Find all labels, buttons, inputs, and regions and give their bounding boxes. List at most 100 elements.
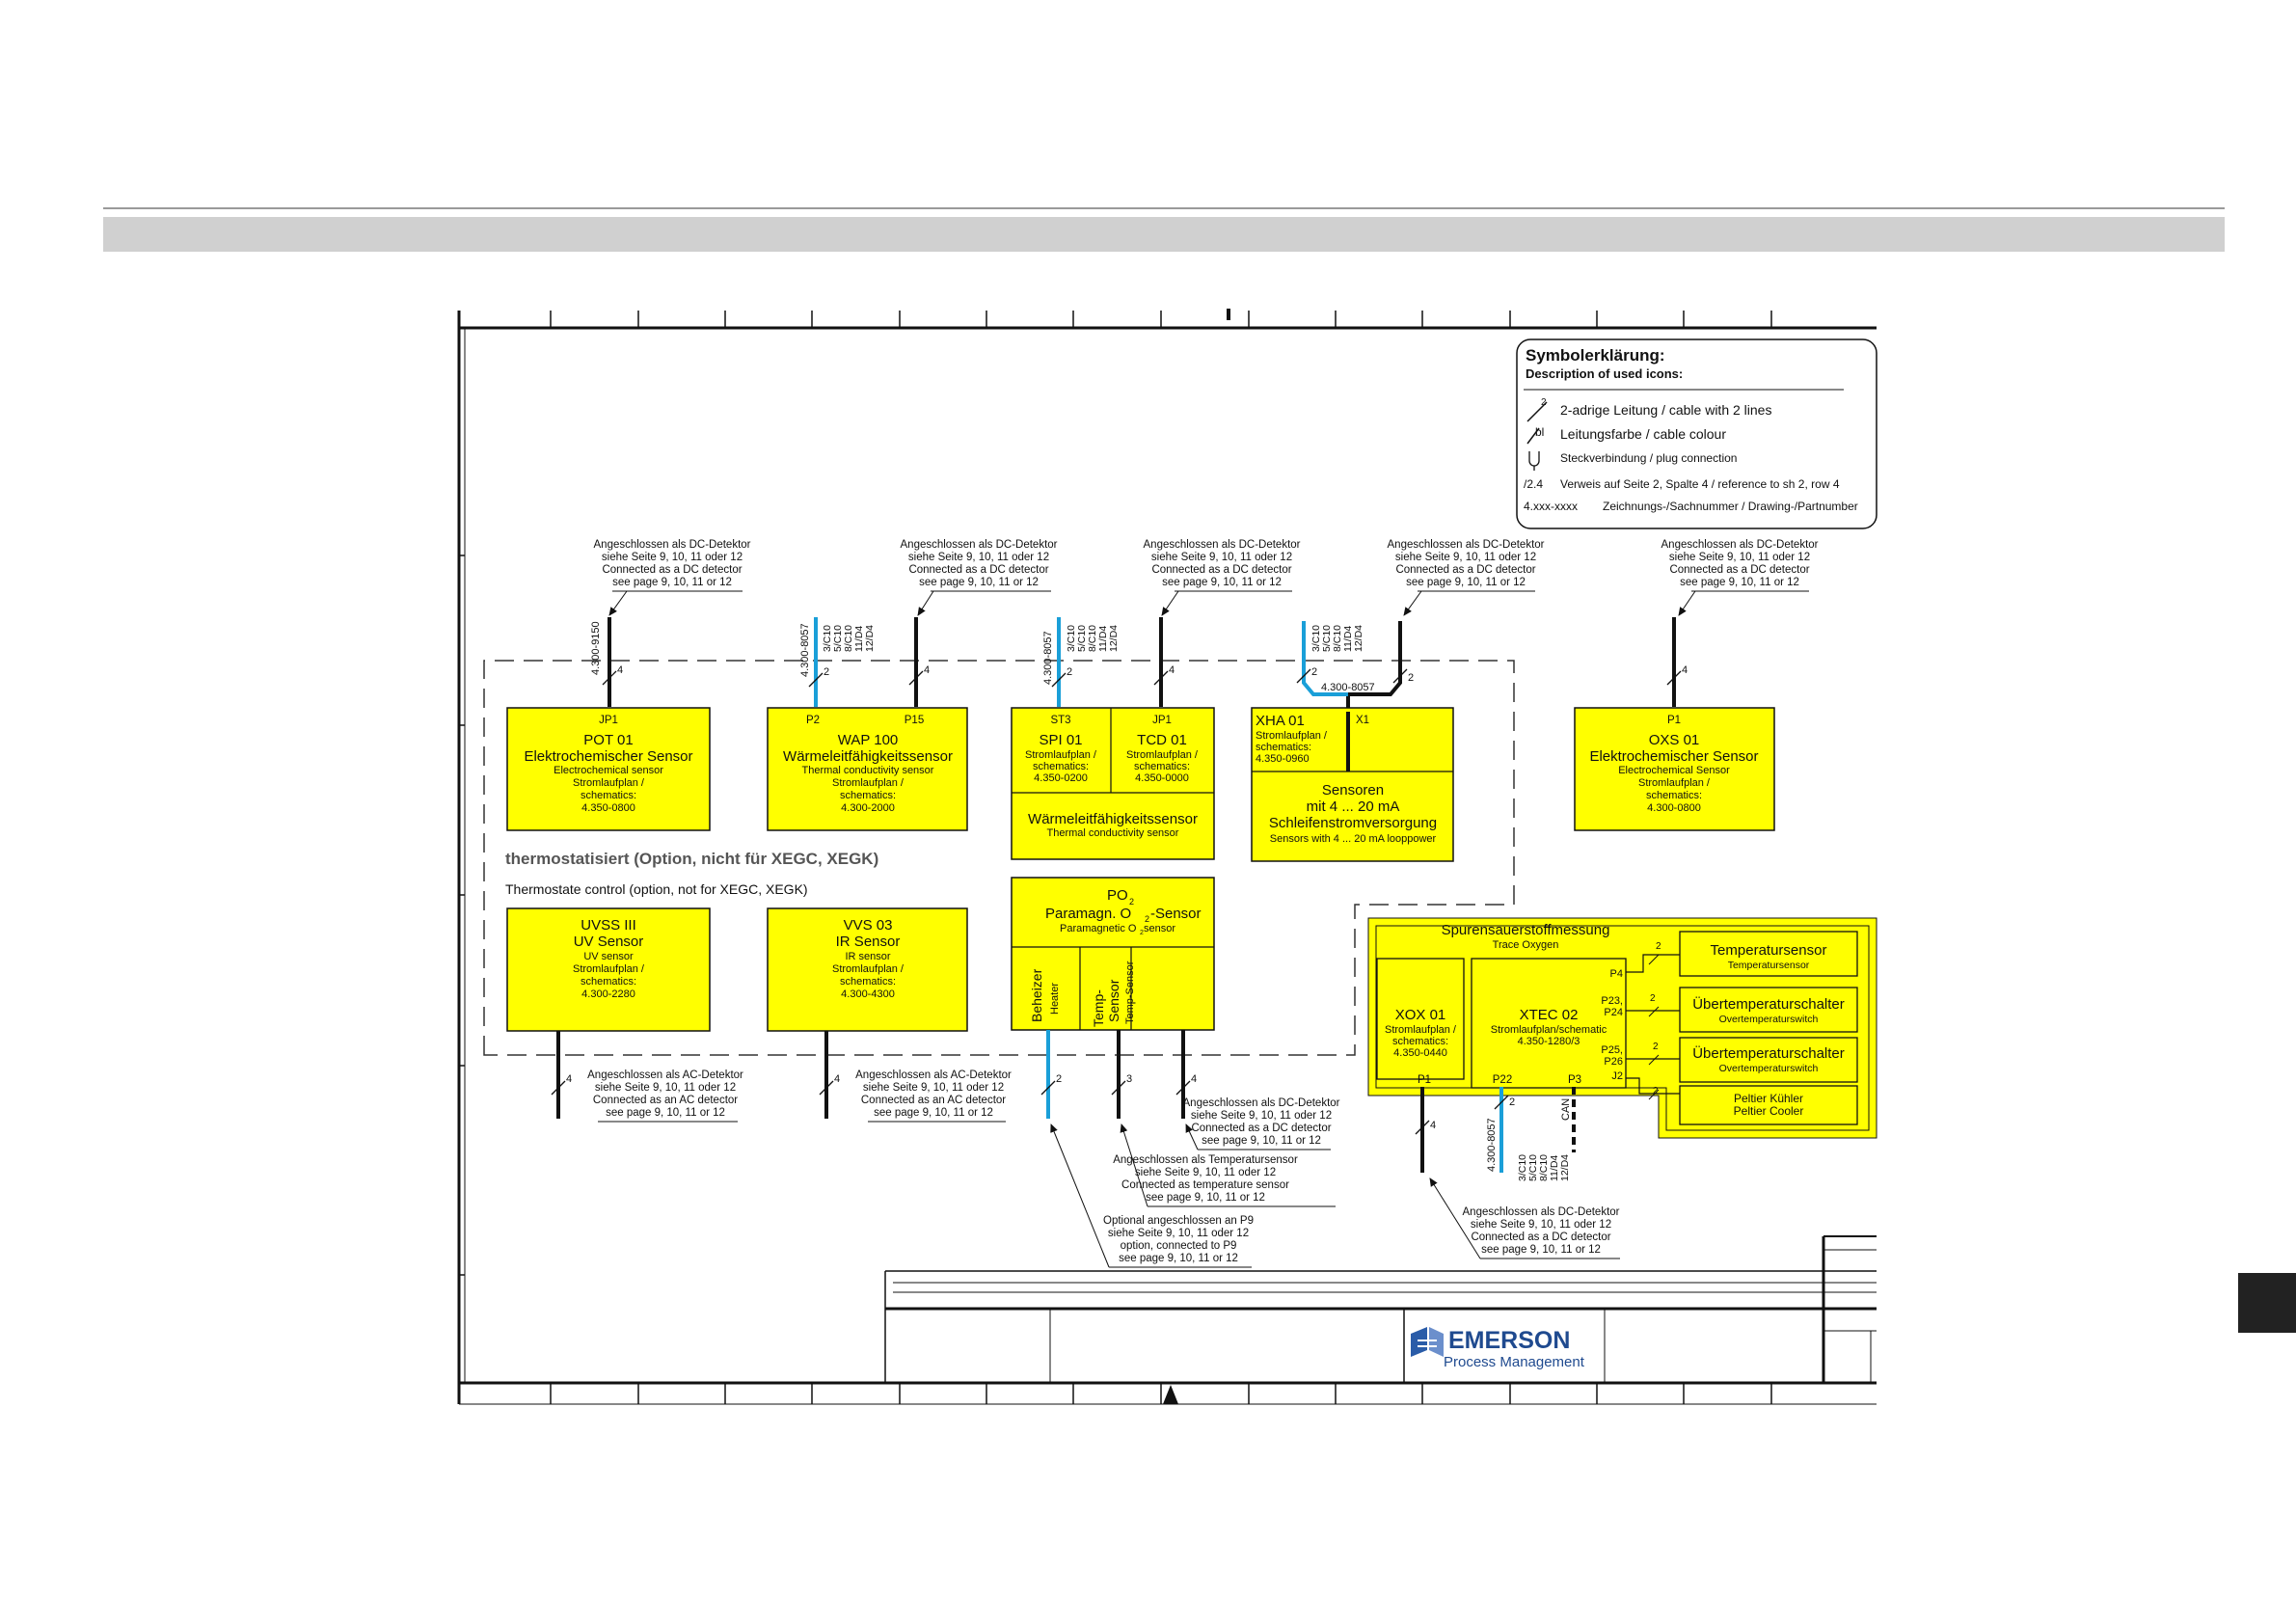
svg-text:siehe Seite 9, 10, 11 oder 12: siehe Seite 9, 10, 11 oder 12: [1191, 1110, 1332, 1122]
svg-text:Heater: Heater: [1049, 983, 1061, 1015]
note-dc-wap: Angeschlossen als DC-Detektor siehe Seit…: [901, 539, 1058, 616]
svg-text:IR sensor: IR sensor: [845, 951, 890, 962]
svg-text:Connected as a DC detector: Connected as a DC detector: [1395, 564, 1535, 576]
svg-text:JP1: JP1: [1152, 715, 1172, 726]
svg-text:see page 9, 10, 11 or 12: see page 9, 10, 11 or 12: [1680, 577, 1799, 588]
svg-text:siehe Seite 9, 10, 11 oder 12: siehe Seite 9, 10, 11 oder 12: [863, 1082, 1004, 1094]
drawing-frame: [457, 309, 1877, 1405]
svg-text:mit 4 ... 20 mA: mit 4 ... 20 mA: [1307, 798, 1400, 815]
svg-text:2: 2: [1140, 930, 1144, 936]
plug-icon: [1528, 451, 1540, 471]
svg-text:P23,: P23,: [1601, 995, 1623, 1007]
svg-text:Wärmeleitfähigkeitssensor: Wärmeleitfähigkeitssensor: [1028, 811, 1198, 827]
svg-text:TCD 01: TCD 01: [1137, 732, 1187, 748]
svg-text:3/C10: 3/C10: [1310, 625, 1322, 652]
svg-text:Schleifenstromversorgung: Schleifenstromversorgung: [1269, 815, 1437, 831]
svg-text:sensor: sensor: [1144, 923, 1175, 934]
svg-text:2: 2: [1656, 941, 1661, 952]
svg-text:4.350-0800: 4.350-0800: [581, 802, 635, 814]
svg-text:2: 2: [1653, 1086, 1659, 1096]
title-block: [884, 1235, 1877, 1383]
svg-text:Stromlaufplan/schematic: Stromlaufplan/schematic: [1491, 1024, 1607, 1036]
svg-text:JP1: JP1: [599, 715, 618, 726]
svg-text:XTEC 02: XTEC 02: [1520, 1007, 1579, 1023]
svg-text:P22: P22: [1493, 1074, 1512, 1086]
note-ac-uvss: Angeschlossen als AC-Detektor siehe Seit…: [587, 1069, 743, 1123]
bottom-wires: 4 4 2 3 4 4 2 4.300-8057 3/C10 5/C10 8/C…: [551, 1030, 1576, 1181]
note-dc-pot: Angeschlossen als DC-Detektor siehe Seit…: [594, 539, 751, 616]
svg-text:Thermal conductivity sensor: Thermal conductivity sensor: [1047, 827, 1179, 839]
svg-text:see page 9, 10, 11 or 12: see page 9, 10, 11 or 12: [1406, 577, 1526, 588]
svg-text:siehe Seite 9, 10, 11 oder 12: siehe Seite 9, 10, 11 oder 12: [1151, 552, 1292, 563]
svg-text:Angeschlossen als DC-Detektor: Angeschlossen als DC-Detektor: [1463, 1206, 1620, 1218]
svg-text:Overtemperaturswitch: Overtemperaturswitch: [1719, 1063, 1819, 1074]
svg-text:siehe Seite 9, 10, 11 oder 12: siehe Seite 9, 10, 11 oder 12: [908, 552, 1049, 563]
svg-text:2: 2: [1408, 672, 1414, 684]
svg-text:P25,: P25,: [1601, 1044, 1623, 1056]
svg-text:Connected as a DC detector: Connected as a DC detector: [1471, 1232, 1610, 1243]
svg-text:Stromlaufplan /: Stromlaufplan /: [1025, 749, 1097, 761]
svg-text:Übertemperaturschalter: Übertemperaturschalter: [1692, 1044, 1845, 1062]
svg-text:12/D4: 12/D4: [1559, 1154, 1571, 1181]
svg-text:2: 2: [1056, 1073, 1062, 1085]
module-po2: PO 2 Paramagn. O 2 -Sensor Paramagnetic …: [1011, 877, 1215, 1031]
svg-text:4.350-0000: 4.350-0000: [1135, 772, 1189, 784]
svg-text:Angeschlossen als DC-Detektor: Angeschlossen als DC-Detektor: [1144, 539, 1301, 551]
svg-text:see page 9, 10, 11 or 12: see page 9, 10, 11 or 12: [874, 1107, 993, 1119]
svg-text:Stromlaufplan /: Stromlaufplan /: [573, 963, 645, 975]
svg-text:Stromlaufplan /: Stromlaufplan /: [573, 777, 645, 789]
legend-plug-text: Steckverbindung / plug connection: [1560, 451, 1737, 465]
svg-text:Sensoren: Sensoren: [1322, 782, 1384, 798]
svg-text:2: 2: [1653, 1042, 1659, 1052]
svg-text:2: 2: [1509, 1096, 1515, 1108]
svg-text:WAP 100: WAP 100: [838, 732, 899, 748]
svg-text:Temp-: Temp-: [1091, 989, 1106, 1027]
note-dc-tcd: Angeschlossen als DC-Detektor siehe Seit…: [1144, 539, 1301, 616]
svg-text:schematics:: schematics:: [840, 790, 896, 801]
svg-text:2: 2: [1311, 666, 1317, 678]
svg-text:Connected as a DC detector: Connected as a DC detector: [1191, 1123, 1331, 1134]
svg-text:UVSS III: UVSS III: [581, 917, 636, 934]
top-wires: 4 4.300-9150 2 4.300-8057 3/C10 5/C10 8/…: [590, 617, 1688, 771]
note-dc-xha: Angeschlossen als DC-Detektor siehe Seit…: [1388, 539, 1545, 616]
svg-text:4.300-8057: 4.300-8057: [799, 623, 811, 677]
svg-text:see page 9, 10, 11 or 12: see page 9, 10, 11 or 12: [612, 577, 732, 588]
svg-text:schematics:: schematics:: [1134, 761, 1190, 772]
svg-text:see page 9, 10, 11 or 12: see page 9, 10, 11 or 12: [1162, 577, 1282, 588]
svg-text:see page 9, 10, 11 or 12: see page 9, 10, 11 or 12: [1202, 1135, 1321, 1147]
svg-text:3/C10: 3/C10: [1066, 625, 1077, 652]
emerson-brand: EMERSON: [1448, 1327, 1570, 1354]
svg-text:4.300-4300: 4.300-4300: [841, 988, 895, 1000]
module-uvss: UVSS III UV Sensor UV sensor Stromlaufpl…: [506, 907, 711, 1032]
svg-text:Angeschlossen als DC-Detektor: Angeschlossen als DC-Detektor: [901, 539, 1058, 551]
svg-text:schematics:: schematics:: [1392, 1036, 1448, 1047]
svg-text:UV Sensor: UV Sensor: [574, 934, 644, 950]
svg-text:4.350-0440: 4.350-0440: [1393, 1047, 1447, 1059]
page-tab-marker: [2238, 1273, 2296, 1333]
svg-text:P24: P24: [1604, 1007, 1623, 1018]
note-dc-po2: Angeschlossen als DC-Detektor siehe Seit…: [1183, 1097, 1340, 1150]
svg-text:Temperatursensor: Temperatursensor: [1728, 960, 1810, 971]
svg-text:2: 2: [1067, 666, 1072, 678]
svg-text:4.300-8057: 4.300-8057: [1042, 631, 1054, 685]
svg-text:Connected as a DC detector: Connected as a DC detector: [908, 564, 1048, 576]
svg-text:8/C10: 8/C10: [843, 625, 854, 652]
svg-text:2: 2: [1650, 993, 1656, 1004]
svg-text:Sensor: Sensor: [1106, 979, 1121, 1022]
svg-text:Connected as a DC detector: Connected as a DC detector: [602, 564, 742, 576]
svg-text:siehe Seite 9, 10, 11 oder 12: siehe Seite 9, 10, 11 oder 12: [1395, 552, 1536, 563]
svg-text:Paramagn. O: Paramagn. O: [1045, 906, 1131, 922]
svg-text:4.350-0200: 4.350-0200: [1034, 772, 1088, 784]
note-temp: Angeschlossen als Temperatursensor siehe…: [1113, 1123, 1336, 1207]
svg-text:4: 4: [1169, 664, 1175, 676]
legend-colour-text: Leitungsfarbe / cable colour: [1560, 426, 1726, 442]
svg-text:P3: P3: [1568, 1074, 1581, 1086]
svg-text:UV sensor: UV sensor: [583, 951, 634, 962]
svg-text:J2: J2: [1611, 1070, 1623, 1082]
svg-text:Wärmeleitfähigkeitssensor: Wärmeleitfähigkeitssensor: [783, 748, 953, 765]
svg-text:SPI 01: SPI 01: [1039, 732, 1082, 748]
header-band: [103, 217, 2225, 252]
svg-text:12/D4: 12/D4: [1108, 625, 1120, 652]
svg-text:ST3: ST3: [1050, 715, 1070, 726]
svg-text:Stromlaufplan /: Stromlaufplan /: [832, 777, 905, 789]
